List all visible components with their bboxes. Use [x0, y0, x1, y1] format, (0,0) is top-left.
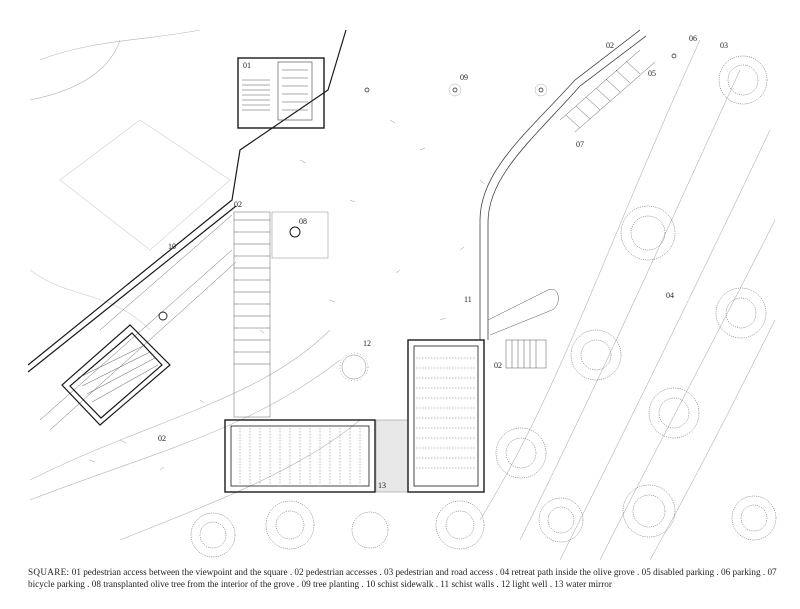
contour-lines	[29, 29, 776, 560]
top-right-stair	[559, 49, 656, 133]
label-06: 06	[689, 34, 697, 43]
legend-caption: SQUARE: 01 pedestrian access between the…	[28, 566, 778, 591]
legend-lead: SQUARE:	[28, 567, 70, 577]
label-13: 13	[378, 481, 386, 490]
label-08: 08	[299, 217, 307, 226]
left-steps	[233, 211, 271, 418]
tree-planting-markers	[364, 53, 677, 97]
label-12: 12	[363, 339, 371, 348]
label-11: 11	[464, 295, 472, 304]
transplanted-tree	[271, 211, 329, 259]
label-07: 07	[576, 140, 584, 149]
olive-trees	[190, 55, 777, 558]
parking-block-right	[407, 339, 485, 493]
label-09: 09	[460, 73, 468, 82]
label-05: 05	[648, 69, 656, 78]
label-02-right: 02	[494, 361, 502, 370]
label-10: 10	[168, 242, 176, 251]
viewpoint-stair	[237, 57, 325, 129]
boundary-walls	[27, 29, 347, 373]
label-01: 01	[243, 61, 251, 70]
plan-labels: 01 02 02 02 02 03 04 05 06 07 08 09 10 1…	[158, 34, 728, 490]
ground-texture	[89, 119, 485, 471]
parking-block-bottom	[224, 419, 376, 493]
label-04: 04	[666, 291, 674, 300]
disabled-parking	[61, 324, 171, 426]
label-02-bottom: 02	[158, 434, 166, 443]
schist-sidewalk	[39, 214, 237, 431]
legend-text: 01 pedestrian access between the viewpoi…	[28, 567, 777, 590]
label-02-top: 02	[606, 41, 614, 50]
right-stair	[487, 288, 559, 369]
small-tree	[158, 311, 168, 321]
curved-path	[479, 29, 647, 340]
label-02-left: 02	[234, 200, 242, 209]
site-plan: 01 02 02 02 02 03 04 05 06 07 08 09 10 1…	[27, 29, 777, 560]
light-well	[339, 352, 369, 382]
water-mirror	[375, 419, 409, 493]
label-03: 03	[720, 41, 728, 50]
